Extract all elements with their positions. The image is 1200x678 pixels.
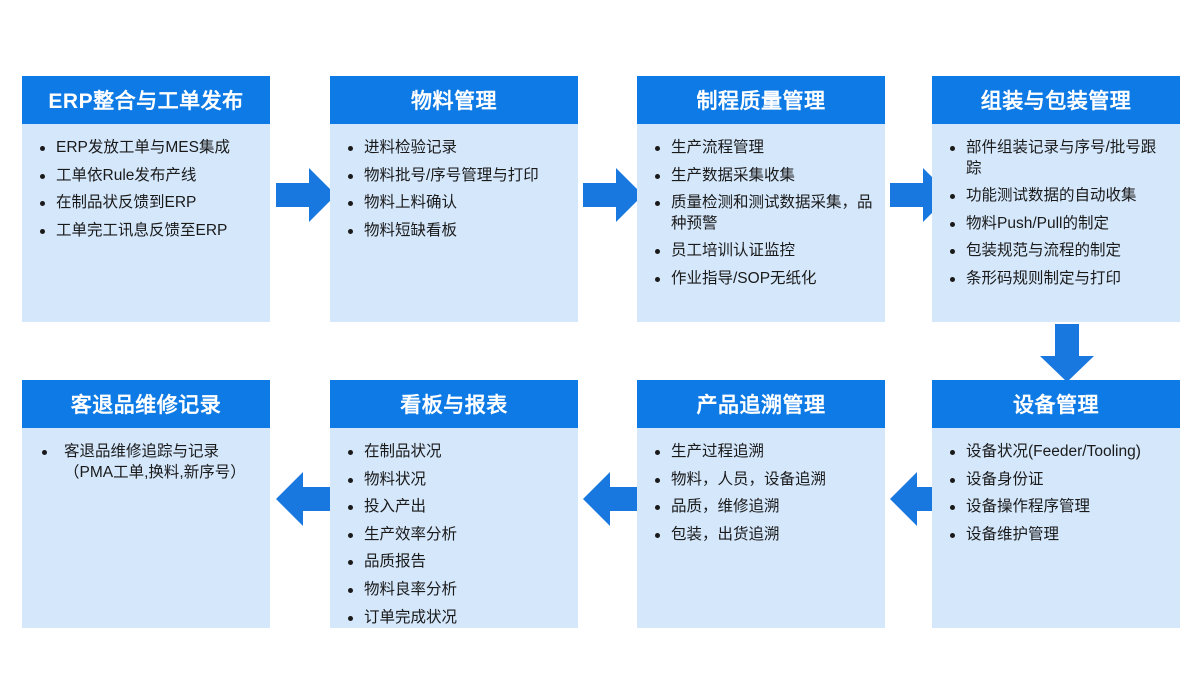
card-body-process-quality-management: 生产流程管理 生产数据采集收集 质量检测和测试数据采集，品种预警 员工培训认证监… <box>637 124 885 322</box>
card-body-equipment-management: 设备状况(Feeder/Tooling) 设备身份证 设备操作程序管理 设备维护… <box>932 428 1180 628</box>
list-item: 质量检测和测试数据采集，品种预警 <box>649 193 875 234</box>
card-erp-integration[interactable]: ERP整合与工单发布 ERP发放工单与MES集成 工单依Rule发布产线 在制品… <box>22 76 270 322</box>
card-body-assembly-packaging-management: 部件组装记录与序号/批号跟踪 功能测试数据的自动收集 物料Push/Pull的制… <box>932 124 1180 322</box>
card-equipment-management[interactable]: 设备管理 设备状况(Feeder/Tooling) 设备身份证 设备操作程序管理… <box>932 380 1180 628</box>
list-item: 生产数据采集收集 <box>649 166 875 187</box>
card-title-material-management: 物料管理 <box>330 76 578 124</box>
arrow-traceability-to-dashboard <box>583 470 643 528</box>
list-item: 品质报告 <box>342 552 568 573</box>
list-item: 功能测试数据的自动收集 <box>944 186 1170 207</box>
list-item: 设备身份证 <box>944 470 1170 491</box>
list-item: 员工培训认证监控 <box>649 241 875 262</box>
card-body-dashboard-and-reports: 在制品状况 物料状况 投入产出 生产效率分析 品质报告 物料良率分析 订单完成状… <box>330 428 578 643</box>
list-item: 条形码规则制定与打印 <box>944 269 1170 290</box>
card-body-material-management: 进料检验记录 物料批号/序号管理与打印 物料上料确认 物料短缺看板 <box>330 124 578 322</box>
card-title-process-quality-management: 制程质量管理 <box>637 76 885 124</box>
card-body-erp-integration: ERP发放工单与MES集成 工单依Rule发布产线 在制品状反馈到ERP 工单完… <box>22 124 270 322</box>
list-item: 生产流程管理 <box>649 138 875 159</box>
list-item: 物料批号/序号管理与打印 <box>342 166 568 187</box>
bullet-list-process-quality-management: 生产流程管理 生产数据采集收集 质量检测和测试数据采集，品种预警 员工培训认证监… <box>649 138 875 290</box>
list-item: 部件组装记录与序号/批号跟踪 <box>944 138 1170 179</box>
arrow-equipment-to-traceability <box>890 470 950 528</box>
list-item: 包装规范与流程的制定 <box>944 241 1170 262</box>
bullet-list-assembly-packaging-management: 部件组装记录与序号/批号跟踪 功能测试数据的自动收集 物料Push/Pull的制… <box>944 138 1170 290</box>
list-item: 物料良率分析 <box>342 580 568 601</box>
list-item: 生产效率分析 <box>342 525 568 546</box>
list-item: 作业指导/SOP无纸化 <box>649 269 875 290</box>
bullet-list-erp-integration: ERP发放工单与MES集成 工单依Rule发布产线 在制品状反馈到ERP 工单完… <box>34 138 260 241</box>
list-item: ERP发放工单与MES集成 <box>34 138 260 159</box>
list-item: 包装，出货追溯 <box>649 525 875 546</box>
card-process-quality-management[interactable]: 制程质量管理 生产流程管理 生产数据采集收集 质量检测和测试数据采集，品种预警 … <box>637 76 885 322</box>
card-dashboard-and-reports[interactable]: 看板与报表 在制品状况 物料状况 投入产出 生产效率分析 品质报告 物料良率分析… <box>330 380 578 628</box>
list-item: 进料检验记录 <box>342 138 568 159</box>
bullet-list-equipment-management: 设备状况(Feeder/Tooling) 设备身份证 设备操作程序管理 设备维护… <box>944 442 1170 545</box>
card-title-assembly-packaging-management: 组装与包装管理 <box>932 76 1180 124</box>
list-item: 投入产出 <box>342 497 568 518</box>
list-item: 设备状况(Feeder/Tooling) <box>944 442 1170 463</box>
card-title-customer-return-repair-record: 客退品维修记录 <box>22 380 270 428</box>
card-assembly-packaging-management[interactable]: 组装与包装管理 部件组装记录与序号/批号跟踪 功能测试数据的自动收集 物料Pus… <box>932 76 1180 322</box>
list-item: 生产过程追溯 <box>649 442 875 463</box>
list-item: 物料短缺看板 <box>342 221 568 242</box>
list-item: 物料状况 <box>342 470 568 491</box>
bullet-list-material-management: 进料检验记录 物料批号/序号管理与打印 物料上料确认 物料短缺看板 <box>342 138 568 241</box>
list-item: 在制品状况 <box>342 442 568 463</box>
card-title-product-traceability-management: 产品追溯管理 <box>637 380 885 428</box>
list-item: 客退品维修追踪与记录（PMA工单,换料,新序号） <box>34 442 260 483</box>
list-item: 工单依Rule发布产线 <box>34 166 260 187</box>
list-item: 在制品状反馈到ERP <box>34 193 260 214</box>
arrow-material-to-quality <box>583 166 643 224</box>
list-item: 品质，维修追溯 <box>649 497 875 518</box>
list-item: 工单完工讯息反馈至ERP <box>34 221 260 242</box>
list-item: 设备操作程序管理 <box>944 497 1170 518</box>
card-customer-return-repair-record[interactable]: 客退品维修记录 客退品维修追踪与记录（PMA工单,换料,新序号） <box>22 380 270 628</box>
list-item: 物料上料确认 <box>342 193 568 214</box>
card-material-management[interactable]: 物料管理 进料检验记录 物料批号/序号管理与打印 物料上料确认 物料短缺看板 <box>330 76 578 322</box>
card-title-equipment-management: 设备管理 <box>932 380 1180 428</box>
card-body-customer-return-repair-record: 客退品维修追踪与记录（PMA工单,换料,新序号） <box>22 428 270 628</box>
arrow-erp-to-material <box>276 166 336 224</box>
arrow-dashboard-to-return <box>276 470 336 528</box>
bullet-list-customer-return-repair-record: 客退品维修追踪与记录（PMA工单,换料,新序号） <box>34 442 260 483</box>
list-item: 物料，人员，设备追溯 <box>649 470 875 491</box>
card-title-dashboard-and-reports: 看板与报表 <box>330 380 578 428</box>
card-product-traceability-management[interactable]: 产品追溯管理 生产过程追溯 物料，人员，设备追溯 品质，维修追溯 包装，出货追溯 <box>637 380 885 628</box>
list-item: 物料Push/Pull的制定 <box>944 214 1170 235</box>
list-item: 订单完成状况 <box>342 608 568 629</box>
bullet-list-dashboard-and-reports: 在制品状况 物料状况 投入产出 生产效率分析 品质报告 物料良率分析 订单完成状… <box>342 442 568 628</box>
arrow-assembly-to-equipment <box>1038 324 1096 382</box>
card-title-erp-integration: ERP整合与工单发布 <box>22 76 270 124</box>
card-body-product-traceability-management: 生产过程追溯 物料，人员，设备追溯 品质，维修追溯 包装，出货追溯 <box>637 428 885 628</box>
list-item: 设备维护管理 <box>944 525 1170 546</box>
bullet-list-product-traceability-management: 生产过程追溯 物料，人员，设备追溯 品质，维修追溯 包装，出货追溯 <box>649 442 875 545</box>
